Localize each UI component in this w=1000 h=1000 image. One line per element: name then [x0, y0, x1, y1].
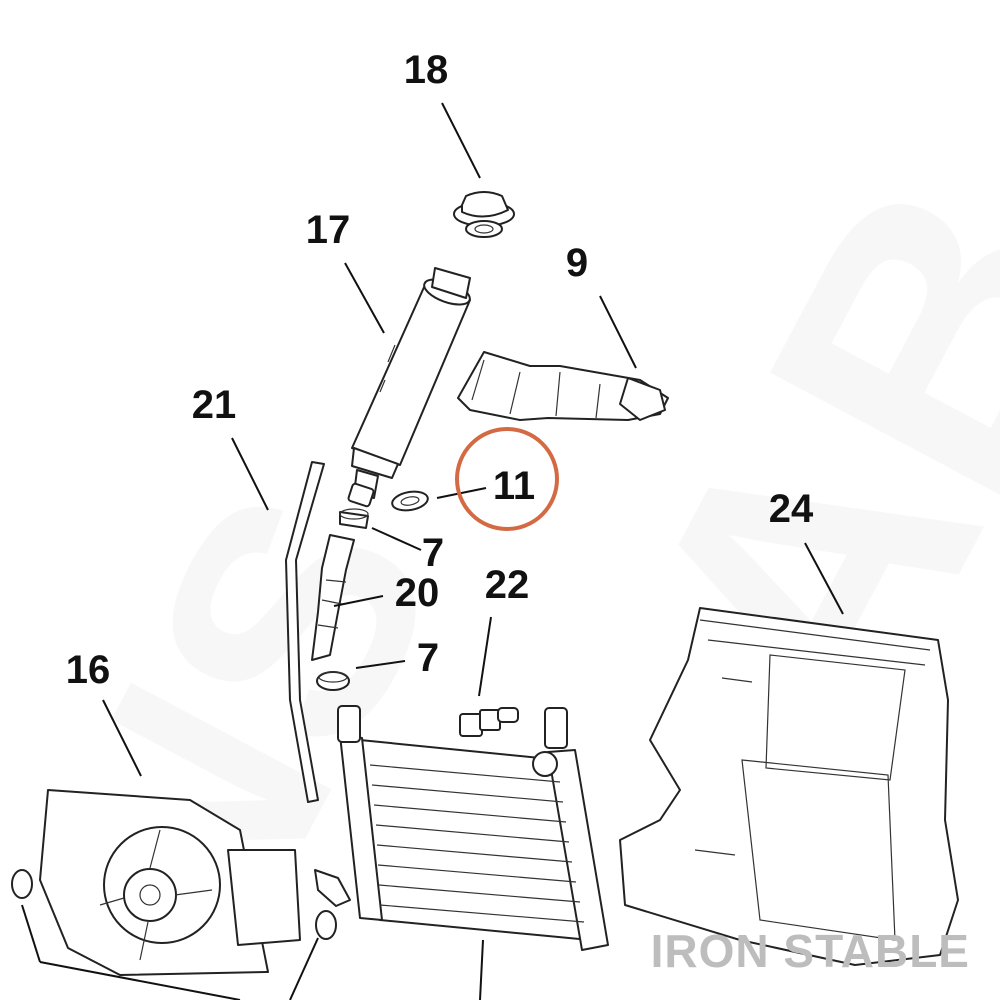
- callout-22: 22: [485, 563, 530, 607]
- callout-7-lower: 7: [417, 636, 439, 680]
- part-overflow-tube: [285, 461, 325, 803]
- callout-24: 24: [769, 487, 814, 531]
- part-temperature-sensor: [459, 707, 519, 737]
- brand-watermark: IRON STABLE: [650, 925, 970, 977]
- callout-highlight-ring: [455, 427, 559, 531]
- part-mounting-bracket: [457, 351, 669, 421]
- callout-11: 11: [493, 464, 535, 508]
- callout-17: 17: [306, 208, 351, 252]
- leader-lines: [21, 102, 844, 1000]
- part-radiator-cover: [619, 607, 959, 966]
- callout-9: 9: [566, 241, 588, 285]
- part-fan-shroud: [11, 789, 351, 976]
- callout-21: 21: [192, 383, 237, 427]
- callout-18: 18: [404, 48, 449, 92]
- part-radiator: [337, 705, 609, 951]
- part-hose-clamp-lower: [316, 671, 350, 691]
- part-expansion-tank: [347, 267, 471, 508]
- callout-7-upper: 7: [422, 531, 444, 575]
- callout-20: 20: [395, 571, 440, 615]
- part-radiator-cap: [453, 191, 515, 238]
- callout-16: 16: [66, 648, 111, 692]
- part-grommet: [391, 490, 429, 512]
- part-hose-clamp-upper: [339, 508, 369, 529]
- part-coolant-hose: [311, 534, 355, 661]
- radiator-fins: [369, 764, 585, 923]
